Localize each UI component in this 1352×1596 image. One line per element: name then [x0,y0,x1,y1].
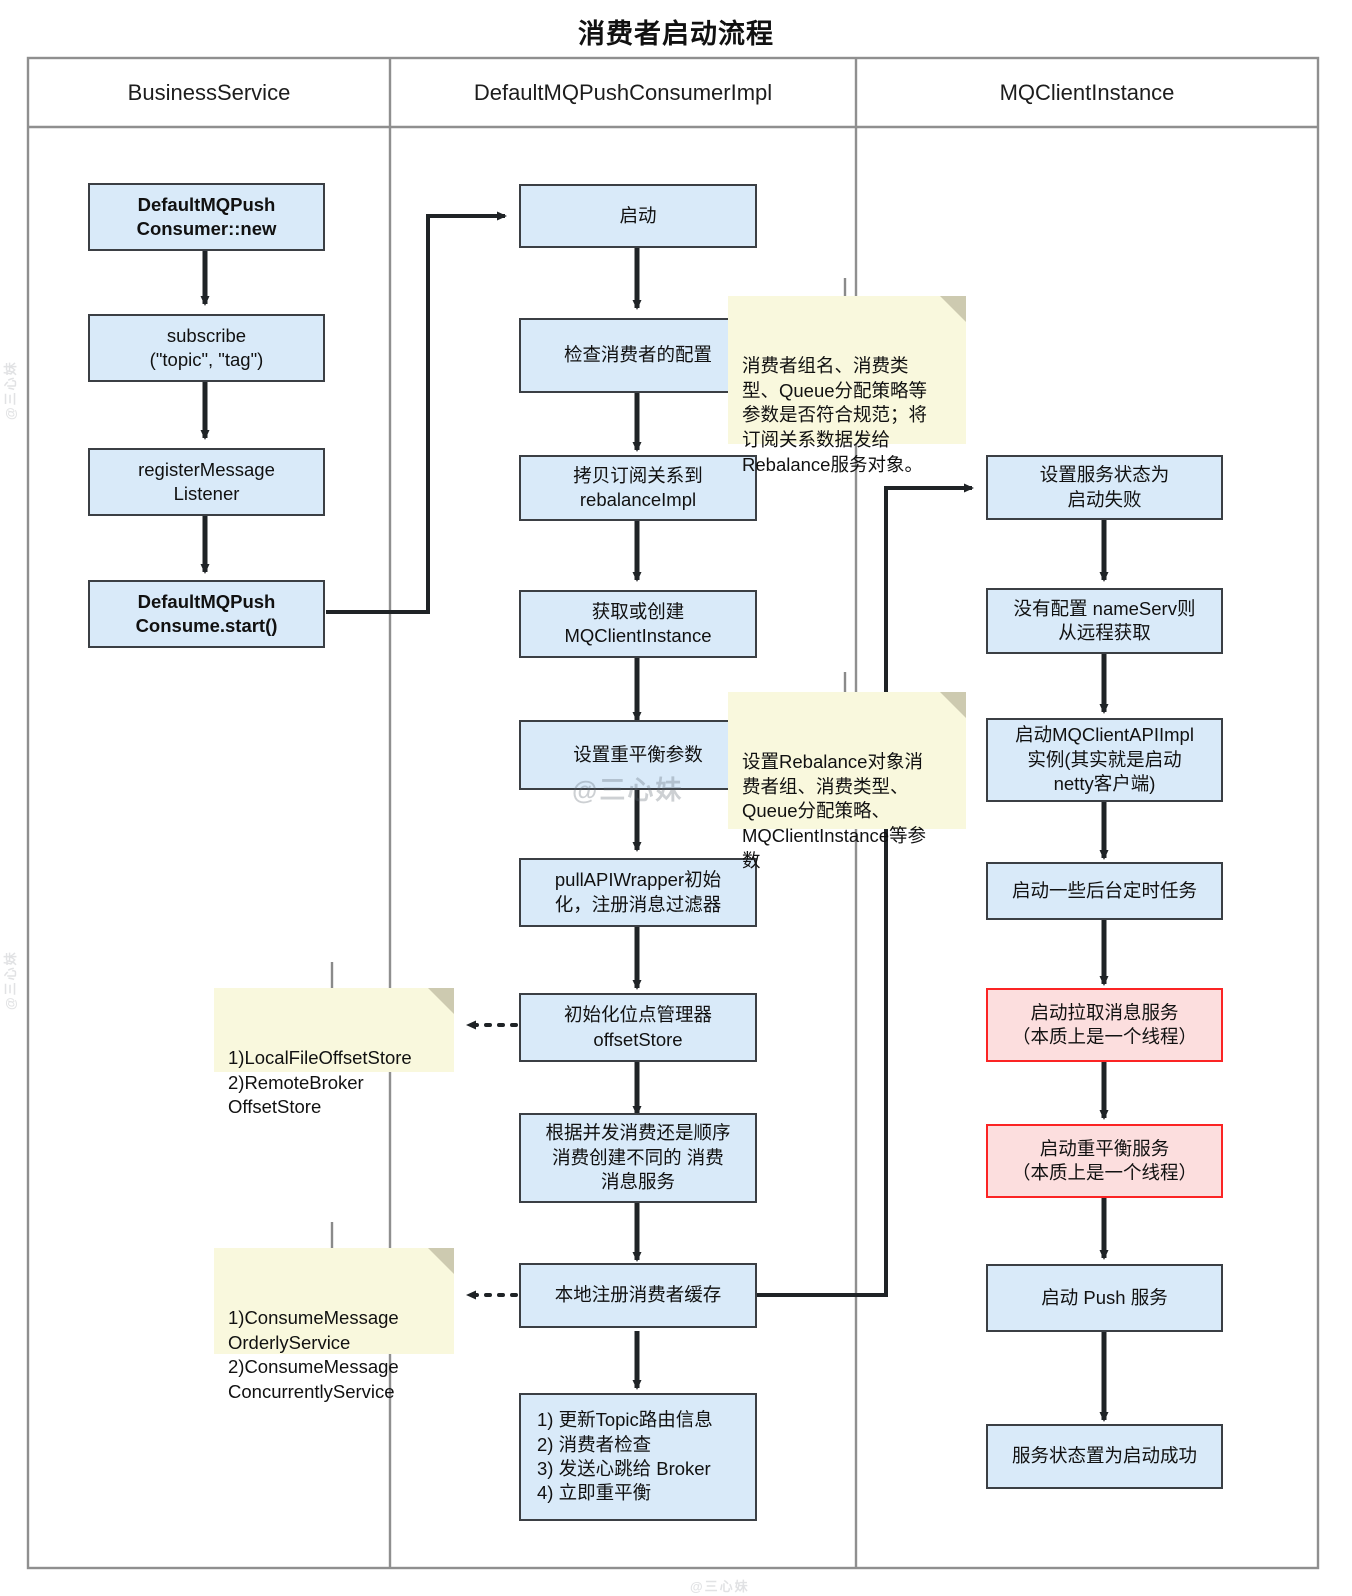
note-offset-store-impls: 1)LocalFileOffsetStore 2)RemoteBroker Of… [214,988,454,1117]
note-text: 1)LocalFileOffsetStore 2)RemoteBroker Of… [228,1047,412,1118]
node-final-startup-steps[interactable]: 1) 更新Topic路由信息 2) 消费者检查 3) 发送心跳给 Broker … [519,1393,757,1521]
node-start-pull-message-service[interactable]: 启动拉取消息服务 （本质上是一个线程） [986,988,1223,1062]
lane-header-label: BusinessService [127,79,291,105]
node-local-register-consumer-cache[interactable]: 本地注册消费者缓存 [519,1263,757,1328]
note-check-consumer-config: 消费者组名、消费类 型、Queue分配策略等 参数是否符合规范；将 订阅关系数据… [728,296,966,475]
node-start-rebalance-service[interactable]: 启动重平衡服务 （本质上是一个线程） [986,1124,1223,1198]
node-start-background-scheduled-tasks[interactable]: 启动一些后台定时任务 [986,862,1223,920]
node-create-consume-message-service[interactable]: 根据并发消费还是顺序 消费创建不同的 消费 消息服务 [519,1113,757,1203]
lane-header-business-service: BusinessService [28,58,390,127]
lane-header-label: DefaultMQPushConsumerImpl [473,79,773,105]
note-fold-icon [940,692,966,718]
note-fold-icon [428,988,454,1014]
node-copy-subscription-to-rebalance-impl[interactable]: 拷贝订阅关系到 rebalanceImpl [519,455,757,521]
node-set-rebalance-params[interactable]: 设置重平衡参数 [519,720,757,790]
node-check-consumer-config[interactable]: 检查消费者的配置 [519,318,757,393]
note-rebalance-params: 设置Rebalance对象消 费者组、消费类型、 Queue分配策略、 MQCl… [728,692,966,871]
node-start[interactable]: 启动 [519,184,757,248]
node-subscribe[interactable]: subscribe ("topic", "tag") [88,314,325,382]
note-text: 消费者组名、消费类 型、Queue分配策略等 参数是否符合规范；将 订阅关系数据… [742,355,928,475]
lane-header-default-mq-push-consumer-impl: DefaultMQPushConsumerImpl [390,58,856,127]
note-text: 设置Rebalance对象消 费者组、消费类型、 Queue分配策略、 MQCl… [742,751,927,871]
node-set-service-state-start-failed[interactable]: 设置服务状态为 启动失败 [986,455,1223,520]
note-consume-message-services: 1)ConsumeMessage OrderlyService 2)Consum… [214,1248,454,1402]
node-start-push-service[interactable]: 启动 Push 服务 [986,1264,1223,1332]
lane-header-mq-client-instance: MQClientInstance [856,58,1318,127]
node-start-mqclient-api-impl[interactable]: 启动MQClientAPIImpl 实例(其实就是启动 netty客户端) [986,718,1223,802]
node-init-offset-store[interactable]: 初始化位点管理器 offsetStore [519,993,757,1062]
node-default-mq-push-consume-start[interactable]: DefaultMQPush Consume.start() [88,580,325,648]
note-text: 1)ConsumeMessage OrderlyService 2)Consum… [228,1307,399,1402]
node-set-service-state-start-success[interactable]: 服务状态置为启动成功 [986,1424,1223,1489]
node-fetch-nameserv-remote[interactable]: 没有配置 nameServ则 从远程获取 [986,588,1223,654]
note-fold-icon [940,296,966,322]
node-register-message-listener[interactable]: registerMessage Listener [88,448,325,516]
node-get-or-create-mqclient-instance[interactable]: 获取或创建 MQClientInstance [519,590,757,658]
lane-header-label: MQClientInstance [999,79,1175,105]
page-title: 消费者启动流程 [578,19,774,49]
node-default-mq-push-consumer-new[interactable]: DefaultMQPush Consumer::new [88,183,325,251]
note-fold-icon [428,1248,454,1274]
node-pull-api-wrapper-init[interactable]: pullAPIWrapper初始 化，注册消息过滤器 [519,858,757,927]
